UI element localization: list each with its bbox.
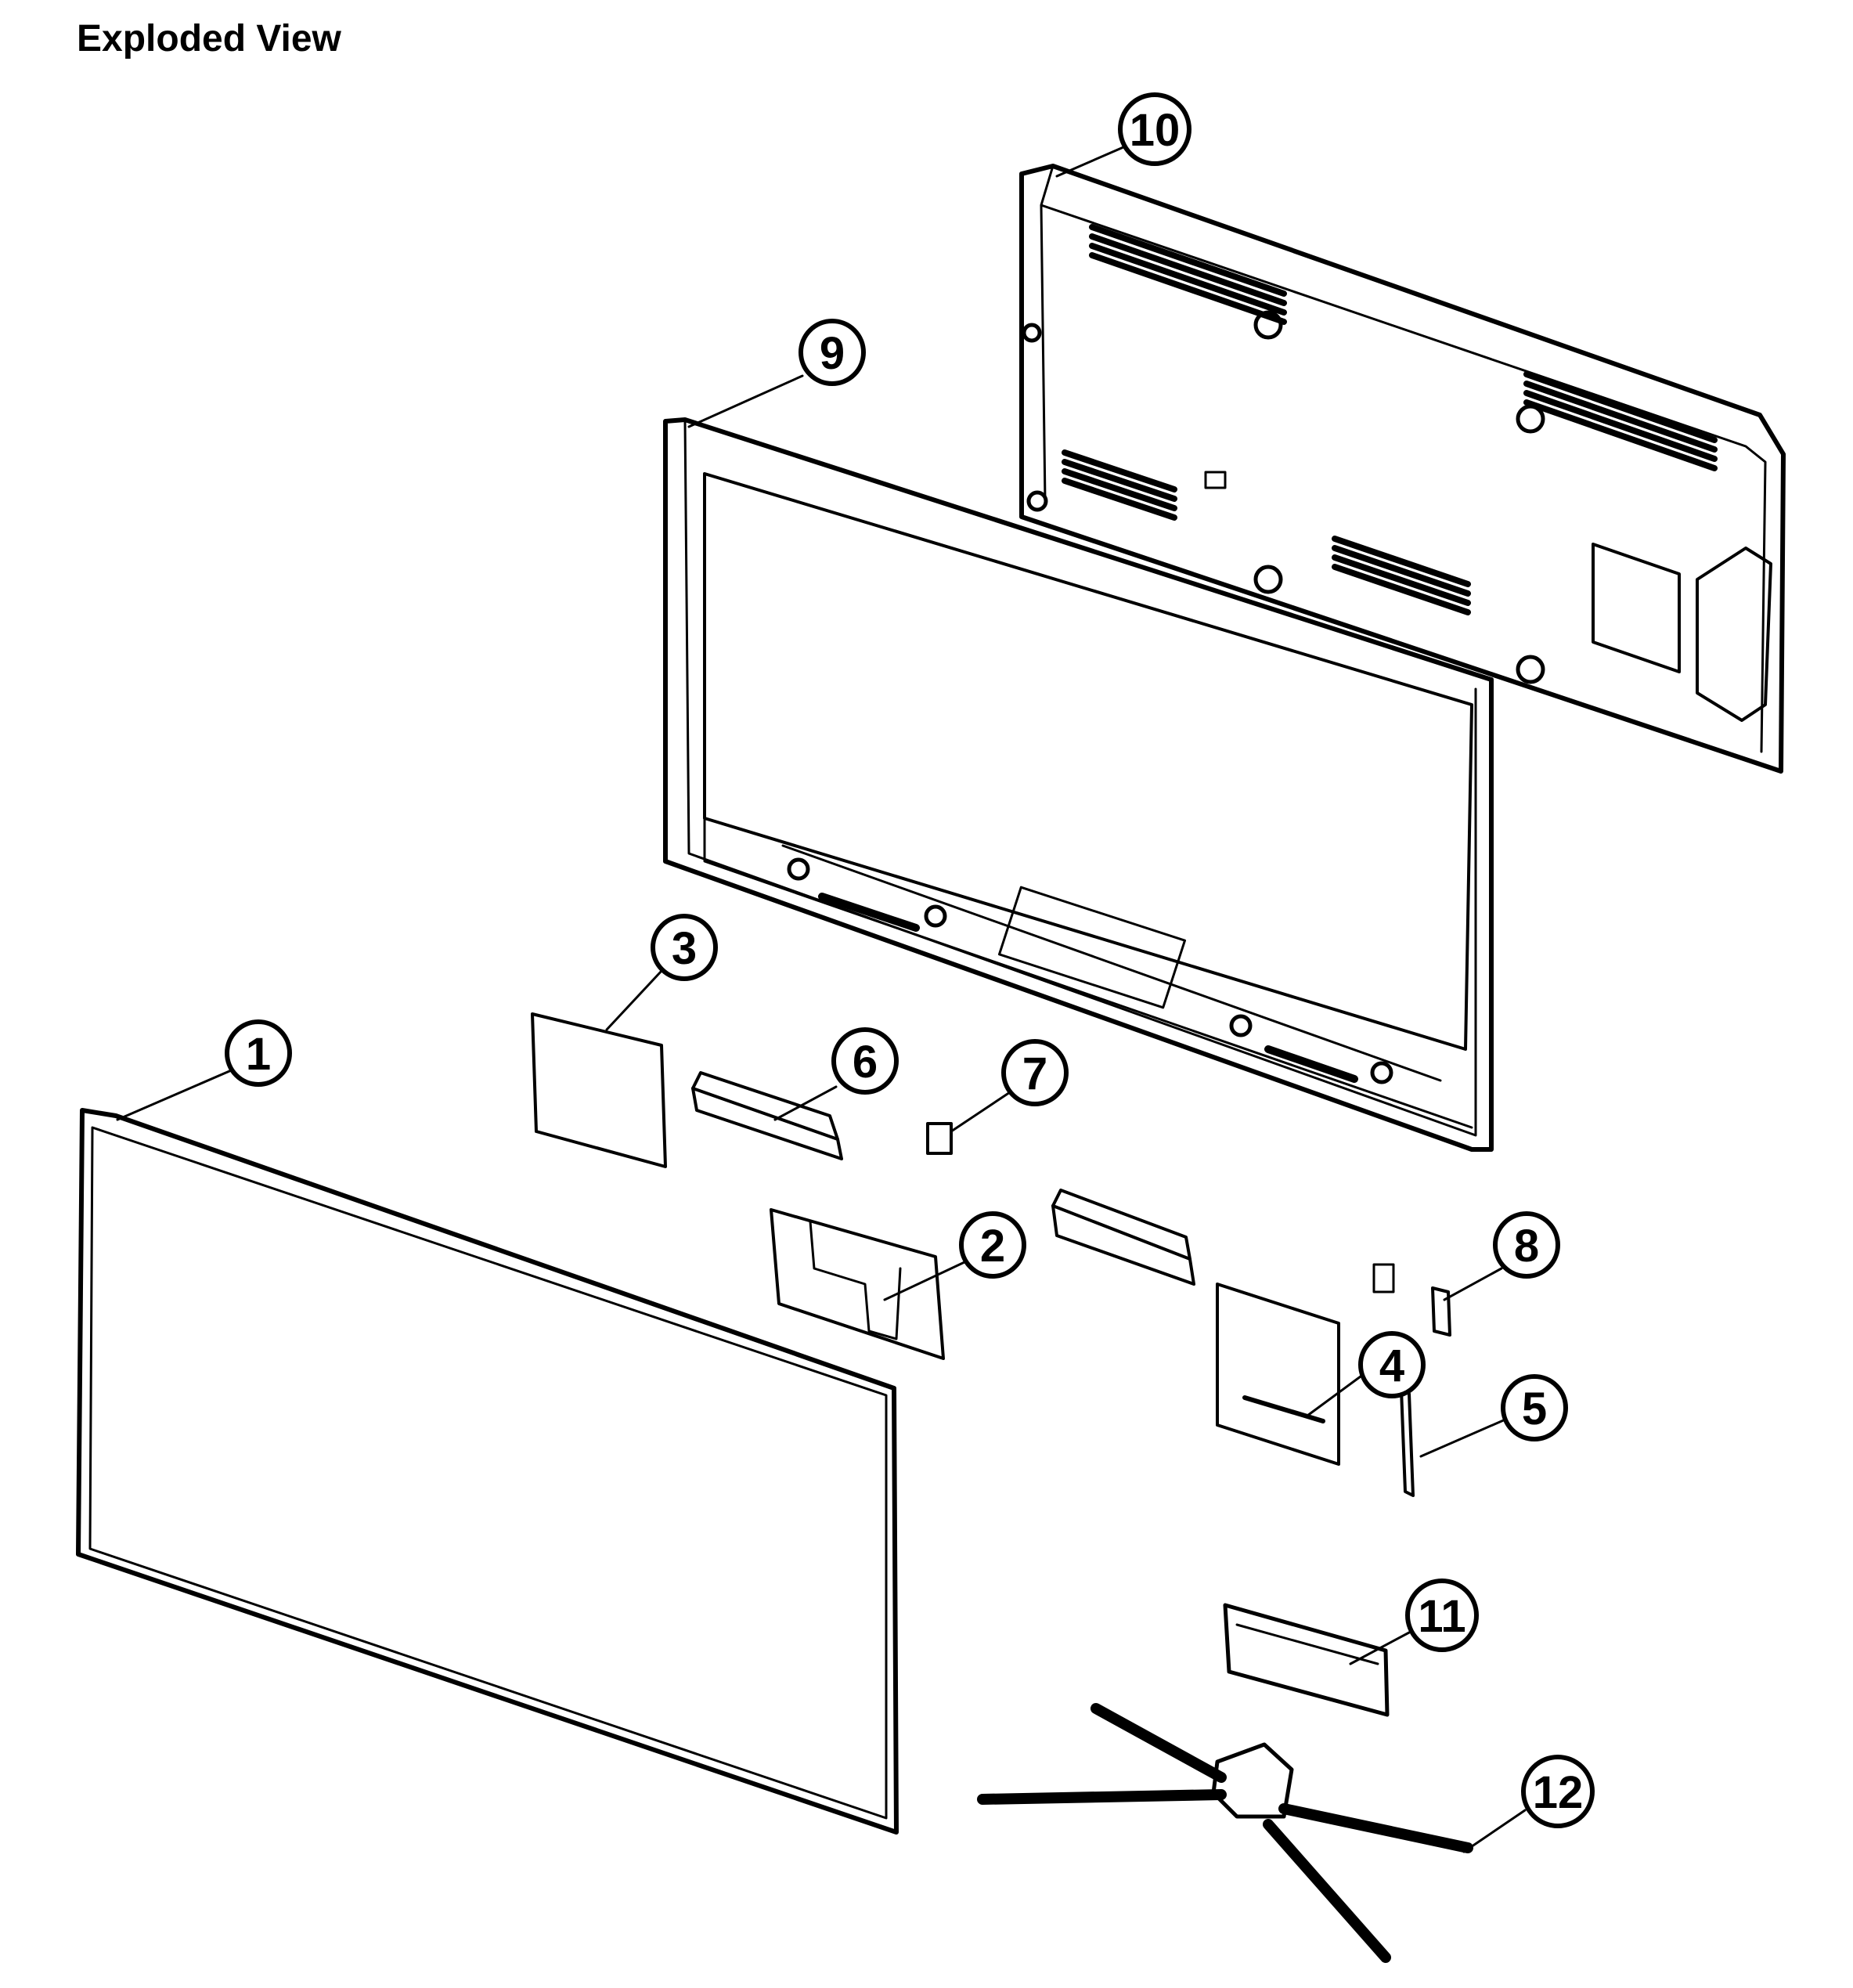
part-6-bracket bbox=[691, 1071, 843, 1160]
side-bracket bbox=[1051, 1189, 1395, 1293]
part-5-strip bbox=[1400, 1388, 1415, 1497]
part-11-stand-neck bbox=[1223, 1603, 1390, 1717]
part-2-bracket bbox=[770, 1208, 945, 1360]
callout-10-label: 10 bbox=[1130, 105, 1181, 156]
part-10-rear-cover bbox=[1019, 164, 1786, 774]
callout-11: 11 bbox=[1405, 1578, 1479, 1652]
page-title: Exploded View bbox=[77, 18, 341, 60]
callout-9: 9 bbox=[799, 319, 866, 386]
callout-7-label: 7 bbox=[1022, 1048, 1047, 1099]
callout-2-label: 2 bbox=[980, 1221, 1005, 1272]
part-1-panel bbox=[76, 1108, 899, 1835]
callout-4-label: 4 bbox=[1379, 1340, 1404, 1391]
part-12-stand-base bbox=[977, 1703, 1473, 1963]
callout-3-label: 3 bbox=[672, 923, 697, 974]
callout-10: 10 bbox=[1118, 92, 1191, 166]
callout-12-label: 12 bbox=[1533, 1767, 1584, 1818]
callout-6: 6 bbox=[831, 1027, 899, 1095]
callout-11-label: 11 bbox=[1418, 1591, 1465, 1642]
callout-3: 3 bbox=[651, 914, 718, 981]
callout-1-label: 1 bbox=[246, 1029, 271, 1080]
part-4-main-board bbox=[1216, 1283, 1340, 1466]
callout-9-label: 9 bbox=[820, 328, 845, 379]
leader-lines bbox=[116, 146, 1527, 1853]
callout-12: 12 bbox=[1521, 1755, 1595, 1828]
callout-7: 7 bbox=[1001, 1039, 1069, 1106]
callout-2: 2 bbox=[959, 1211, 1026, 1279]
callout-5-label: 5 bbox=[1522, 1384, 1547, 1434]
part-8-bracket bbox=[1431, 1286, 1451, 1337]
part-3-board bbox=[531, 1012, 667, 1168]
callout-5: 5 bbox=[1501, 1374, 1568, 1441]
callout-8-label: 8 bbox=[1514, 1221, 1539, 1272]
callout-4: 4 bbox=[1358, 1331, 1426, 1398]
callouts: 1 2 3 4 5 6 7 8 bbox=[225, 92, 1595, 1828]
callout-1: 1 bbox=[225, 1019, 292, 1087]
callout-6-label: 6 bbox=[853, 1037, 878, 1088]
part-9-middle-frame bbox=[663, 417, 1494, 1152]
callout-8: 8 bbox=[1493, 1211, 1560, 1279]
part-7-clip bbox=[926, 1122, 953, 1155]
